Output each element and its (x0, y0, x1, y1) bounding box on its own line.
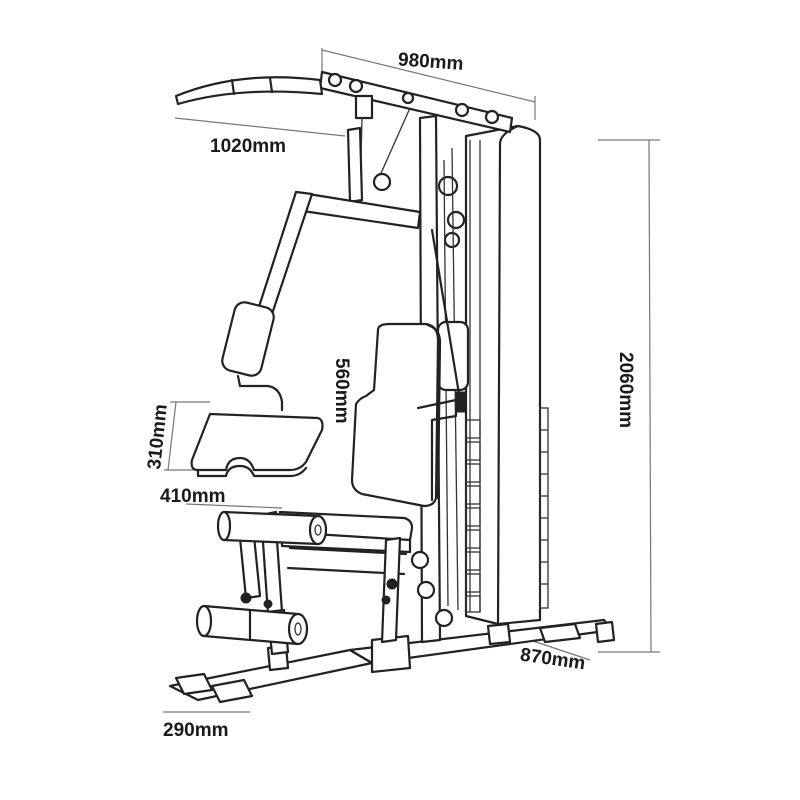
dimension-label-top-width: 980mm (397, 49, 464, 75)
dimension-label-foot-width: 290mm (163, 720, 229, 741)
cable-pulleys (410, 147, 466, 628)
dimension-label-base-depth: 870mm (519, 645, 587, 675)
dimension-label-preacher-pad-width: 410mm (160, 486, 226, 507)
weight-plates (465, 407, 549, 613)
dimension-label-height: 2060mm (615, 352, 636, 428)
lower-foam-roller (195, 604, 309, 646)
back-pad (350, 322, 458, 508)
base-frame (168, 618, 616, 704)
left-arm-pad (221, 301, 275, 377)
upper-foam-roller (216, 510, 328, 546)
preacher-pad (190, 412, 324, 478)
top-frame (318, 70, 514, 134)
dimension-label-back-pad-height: 560mm (331, 358, 352, 424)
dimension-lines (163, 48, 660, 713)
weight-stack-tower (464, 124, 549, 626)
dimension-label-preacher-pad-height: 310mm (144, 403, 172, 470)
pec-deck-arms (221, 190, 470, 413)
dimension-label-bar-width: 1020mm (210, 136, 286, 157)
